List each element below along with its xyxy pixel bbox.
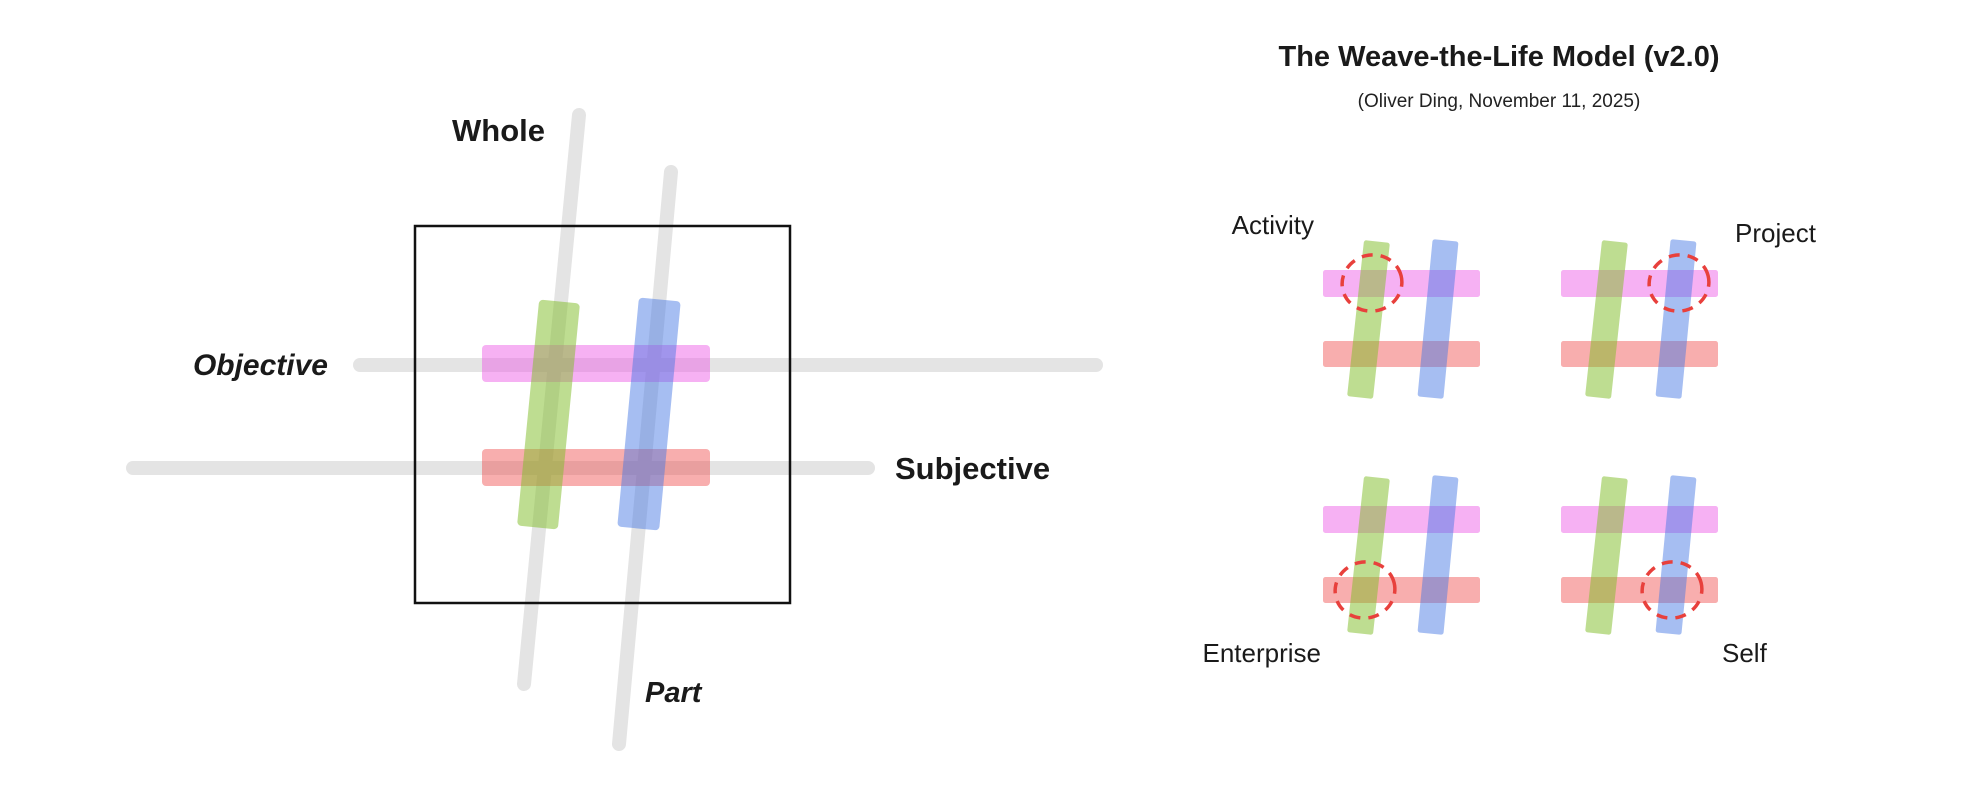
red-weft-bar xyxy=(1561,577,1718,603)
blue-warp-bar xyxy=(1417,239,1459,399)
part-label: Part xyxy=(645,677,702,709)
whole-label: Whole xyxy=(452,113,545,148)
green-warp-bar xyxy=(1347,240,1390,399)
mini-label-self: Self xyxy=(1722,638,1767,668)
mini-label-project: Project xyxy=(1735,218,1816,248)
blue-warp-bar xyxy=(1655,239,1697,399)
red-weft-bar xyxy=(1561,341,1718,367)
highlight-circle xyxy=(1340,253,1404,313)
page-title: The Weave-the-Life Model (v2.0) xyxy=(1278,41,1720,73)
highlight-circle xyxy=(1647,253,1711,313)
pink-weft-bar xyxy=(1561,506,1718,533)
highlight-circle xyxy=(1640,560,1704,620)
red-weft-bar xyxy=(482,449,710,486)
green-warp-bar xyxy=(1585,476,1628,635)
mini-label-activity: Activity xyxy=(1231,210,1314,240)
red-weft-bar xyxy=(1323,577,1480,603)
red-weft-bar xyxy=(1323,341,1480,367)
mini-weave-project-figure xyxy=(1561,239,1718,399)
page-subtitle: (Oliver Ding, November 11, 2025) xyxy=(1357,91,1641,112)
mini-weave-self xyxy=(1548,466,1748,651)
mini-weave-activity-figure xyxy=(1323,239,1480,399)
mini-weave-activity xyxy=(1310,230,1510,415)
mini-weave-enterprise-figure xyxy=(1323,475,1480,635)
mini-weave-self-figure xyxy=(1561,475,1718,635)
pink-weft-bar xyxy=(1323,506,1480,533)
green-warp-bar xyxy=(517,299,580,530)
subjective-label: Subjective xyxy=(895,451,1051,486)
boundary-frame xyxy=(413,224,792,605)
mini-weave-enterprise xyxy=(1310,466,1510,651)
blue-warp-bar xyxy=(1655,475,1697,635)
mini-label-enterprise: Enterprise xyxy=(1202,638,1322,668)
whole-part-thread-blue xyxy=(612,165,678,751)
highlight-circle xyxy=(1333,560,1397,620)
main-weave-diagram xyxy=(126,108,1103,751)
green-warp-bar xyxy=(1347,476,1390,635)
pink-weft-bar xyxy=(1561,270,1718,297)
green-warp-bar xyxy=(1585,240,1628,399)
blue-warp-bar xyxy=(617,297,681,531)
mini-weave-project xyxy=(1548,230,1748,415)
blue-warp-bar xyxy=(1417,475,1459,635)
objective-label: Objective xyxy=(192,349,328,382)
